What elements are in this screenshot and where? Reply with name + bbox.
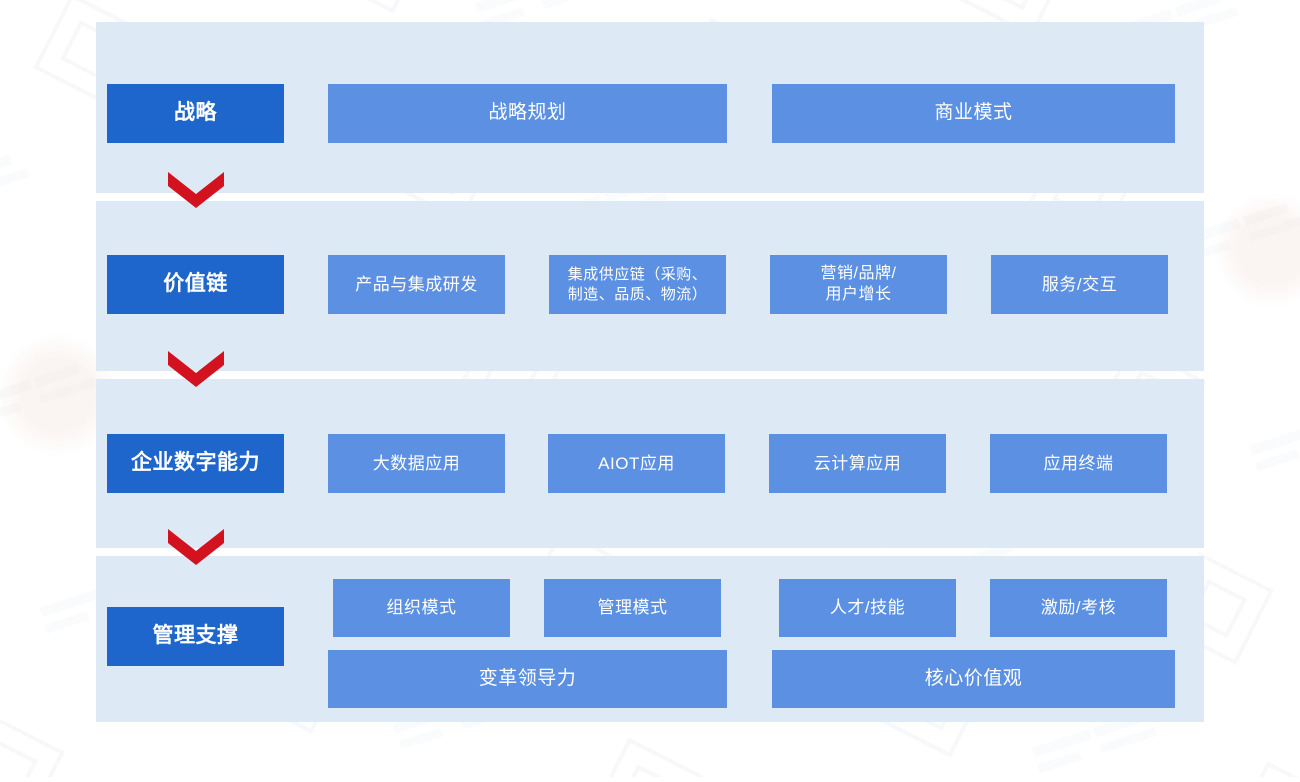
row-value-chain-label[interactable]: 价值链 [107, 255, 284, 314]
box-product-integrated-rd[interactable]: 产品与集成研发 [328, 255, 505, 314]
box-organization-model[interactable]: 组织模式 [333, 579, 510, 637]
chevron-down-arrow-icon-3 [168, 529, 224, 565]
chevron-down-arrow-icon-2 [168, 351, 224, 387]
box-change-leadership[interactable]: 变革领导力 [328, 650, 727, 708]
box-cloud-computing-application[interactable]: 云计算应用 [769, 434, 946, 493]
row-management-support-label[interactable]: 管理支撑 [107, 607, 284, 666]
box-marketing-brand-user-growth[interactable]: 营销/品牌/ 用户增长 [770, 255, 947, 314]
box-strategic-planning[interactable]: 战略规划 [328, 84, 727, 143]
box-application-terminal[interactable]: 应用终端 [990, 434, 1167, 493]
box-integrated-supply-chain[interactable]: 集成供应链（采购、 制造、品质、物流） [549, 255, 726, 314]
box-aiot-application[interactable]: AIOT应用 [548, 434, 725, 493]
box-core-values[interactable]: 核心价值观 [772, 650, 1175, 708]
box-service-interaction[interactable]: 服务/交互 [991, 255, 1168, 314]
box-incentive-assessment[interactable]: 激励/考核 [990, 579, 1167, 637]
box-big-data-application[interactable]: 大数据应用 [328, 434, 505, 493]
box-management-model[interactable]: 管理模式 [544, 579, 721, 637]
box-business-model[interactable]: 商业模式 [772, 84, 1175, 143]
box-talent-skills[interactable]: 人才/技能 [779, 579, 956, 637]
row-digital-capability-label[interactable]: 企业数字能力 [107, 434, 284, 493]
chevron-down-arrow-icon-1 [168, 172, 224, 208]
row-strategy-label[interactable]: 战略 [107, 84, 284, 143]
